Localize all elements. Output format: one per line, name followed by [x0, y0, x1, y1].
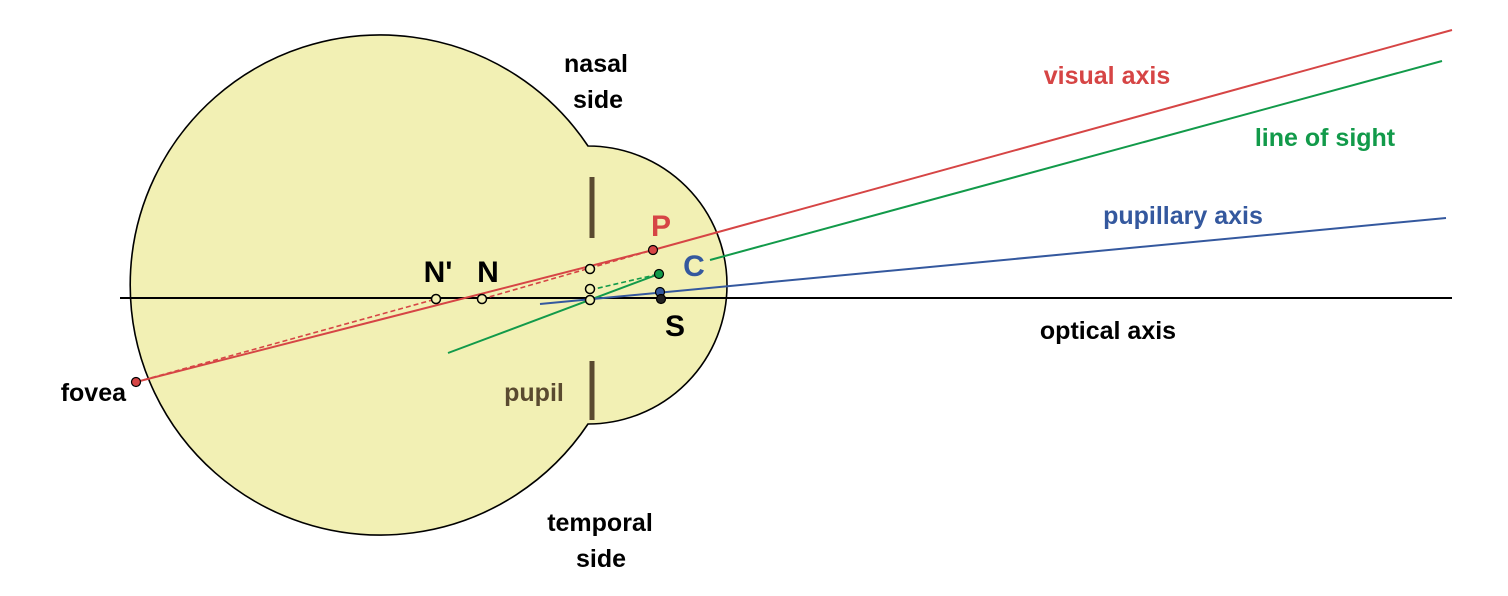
pupil-label: pupil	[504, 379, 564, 407]
pupil-point-middle	[584, 283, 596, 295]
pupillary-axis-line	[539, 217, 1447, 305]
nasal-side-label-line2: side	[573, 86, 623, 114]
p-point	[647, 244, 659, 256]
visual-axis-dashed-line-2	[481, 249, 654, 300]
s-label: S	[665, 310, 685, 343]
pupillary-axis-label: pupillary axis	[1103, 202, 1263, 230]
eyeball	[129, 34, 728, 536]
visual-axis-outer-line	[652, 29, 1453, 251]
visual-axis-inner-line	[135, 249, 654, 383]
fovea-point	[130, 376, 142, 388]
n-label: N	[477, 256, 499, 289]
line-of-sight-inner-line	[447, 273, 660, 354]
line-of-sight-label: line of sight	[1255, 124, 1396, 152]
p-label: P	[651, 210, 671, 243]
c-point	[653, 268, 665, 280]
nasal-side-label-line1: nasal	[564, 50, 628, 78]
temporal-side-label-line2: side	[576, 545, 626, 573]
pupil-point-top	[584, 263, 596, 275]
line-of-sight-dashed-line	[589, 273, 660, 291]
c-label: C	[683, 250, 705, 283]
n-prime-label: N'	[424, 256, 453, 289]
temporal-side-label-line1: temporal	[547, 509, 653, 537]
line-of-sight-outer-line	[709, 60, 1443, 261]
fovea-label: fovea	[61, 379, 127, 407]
n-prime-point	[430, 293, 442, 305]
pupil-point-center	[584, 294, 596, 306]
optical-axis-label: optical axis	[1040, 317, 1176, 345]
visual-axis-dashed-line	[135, 298, 437, 383]
n-point	[476, 293, 488, 305]
visual-axis-label: visual axis	[1044, 62, 1170, 90]
s-point	[655, 293, 667, 305]
